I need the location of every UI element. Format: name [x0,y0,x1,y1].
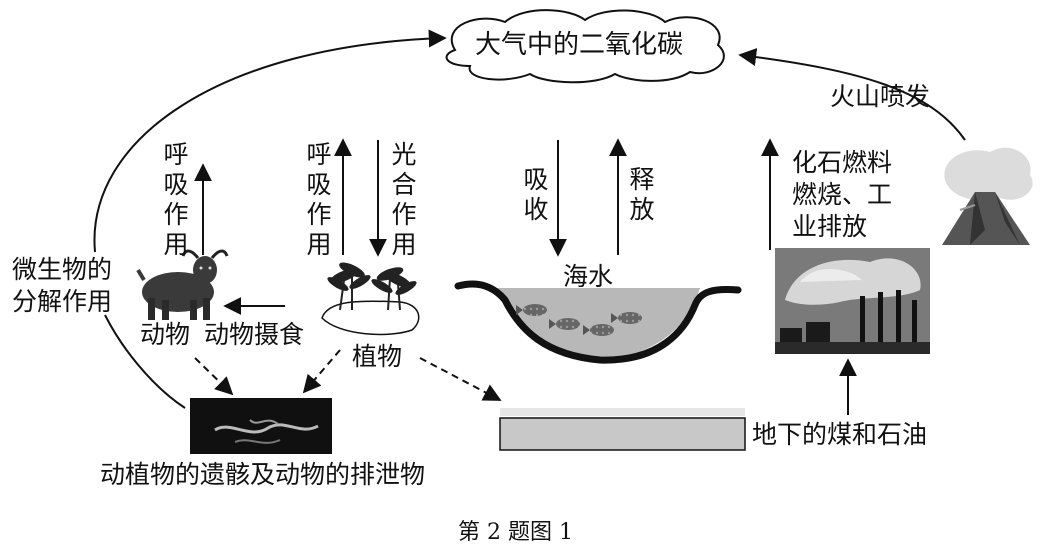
remains-label: 动植物的遗骸及动物的排泄物 [100,460,426,489]
microbe-decomposition-label-line1: 微生物的 [12,255,113,284]
absorb-label: 吸收 [523,165,549,224]
animal-respiration-label: 呼吸作用 [163,140,189,259]
fish-group [516,304,642,336]
fossil-fuel-label-line3: 业排放 [792,212,868,241]
atmosphere-co2-label: 大气中的二氧化碳 [475,30,684,60]
fossil-fuel-label-line1: 化石燃料 [792,148,893,177]
animal-label: 动物 [140,320,191,349]
dashed-arrow-plant-to-coal [419,357,502,401]
seawater-label: 海水 [563,262,614,291]
plant-label: 植物 [352,342,403,371]
fossil-fuel-label-line2: 燃烧、工 [792,180,893,209]
animal-feeding-label: 动物摄食 [204,320,305,349]
coal-oil-label: 地下的煤和石油 [752,420,928,449]
dashed-arrow-animal-to-remains [194,357,234,396]
seawater-basin [454,280,742,364]
dashed-arrow-plant-to-remains [302,349,341,394]
goat-illustration [136,249,229,320]
volcano-eruption-label: 火山喷发 [830,82,931,111]
plant-respiration-label: 呼吸作用 [306,140,332,259]
photosynthesis-label: 光合作用 [391,140,417,259]
release-label: 释放 [629,165,655,224]
plant-illustration [321,262,420,336]
remains-image [190,398,332,454]
coal-oil-layer [499,408,746,451]
arrow-remains-to-microbe [104,314,186,409]
microbe-decomposition-label-line2: 分解作用 [12,287,113,316]
volcano-illustration [942,147,1033,245]
arrow-volcano-to-atmosphere [738,48,966,141]
atmosphere-cloud [445,9,725,84]
factory-illustration [775,248,930,354]
figure-caption: 第 2 题图 1 [458,520,573,545]
arrow-microbe-to-atmosphere [93,29,447,253]
